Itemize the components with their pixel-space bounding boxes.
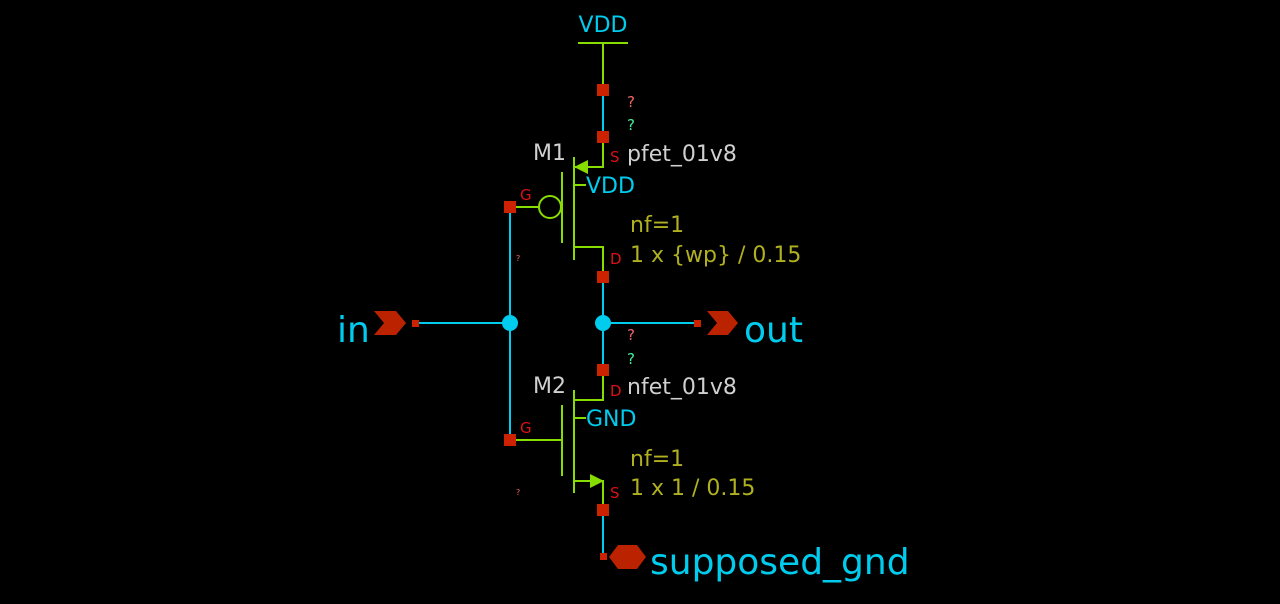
pin-box-m1-g[interactable]	[504, 201, 516, 213]
out-label: out	[744, 310, 803, 351]
pin-box-m2-d[interactable]	[597, 364, 609, 376]
junction-out[interactable]	[595, 315, 611, 331]
gnd-label: supposed_gnd	[650, 542, 910, 583]
m1-pin-d: D	[610, 250, 622, 268]
output-port-icon	[707, 311, 738, 335]
output-pin-out[interactable]: out	[707, 310, 803, 351]
m2-pin-s: S	[610, 484, 620, 502]
input-port-icon	[374, 311, 406, 335]
m2-body-net: GND	[586, 407, 636, 432]
transistor-m1[interactable]	[510, 137, 604, 277]
pin-box-m1-d[interactable]	[597, 271, 609, 283]
m2-nf: nf=1	[630, 447, 684, 472]
pin-box-m2-g[interactable]	[504, 434, 516, 446]
pin-box-m1-s[interactable]	[597, 131, 609, 143]
m2-pin-g: G	[520, 419, 532, 437]
vdd-symbol[interactable]: VDD	[578, 13, 628, 90]
m2-size: 1 x 1 / 0.15	[630, 476, 755, 501]
m2-pin-d: D	[610, 382, 622, 400]
in-label: in	[337, 310, 370, 351]
input-pin-in[interactable]: in	[337, 310, 406, 351]
m2-model: nfet_01v8	[627, 375, 737, 400]
m2-source-arrow-icon	[590, 474, 604, 488]
pin-box-m2-s[interactable]	[597, 504, 609, 516]
mark-q-small-1: ?	[516, 254, 520, 263]
junction-in[interactable]	[502, 315, 518, 331]
transistor-m2[interactable]	[510, 370, 604, 510]
pin-box-out[interactable]	[694, 320, 701, 327]
mark-q-4: ?	[627, 350, 635, 368]
m1-gate-bubble-icon	[538, 195, 562, 219]
m1-name: M1	[533, 141, 566, 166]
m1-body-net: VDD	[586, 174, 635, 199]
pin-box-in[interactable]	[412, 320, 419, 327]
pin-box-gnd[interactable]	[600, 553, 607, 560]
pin-box-vdd[interactable]	[597, 84, 609, 96]
m2-name: M2	[533, 374, 566, 399]
m1-pin-s: S	[610, 148, 620, 166]
mark-q-3: ?	[627, 326, 635, 344]
m1-model: pfet_01v8	[627, 142, 737, 167]
m1-size: 1 x {wp} / 0.15	[630, 243, 801, 268]
vdd-label: VDD	[579, 13, 628, 38]
m1-nf: nf=1	[630, 213, 684, 238]
mark-q-2: ?	[627, 116, 635, 134]
mark-q-small-2: ?	[516, 488, 520, 497]
io-pin-supposed-gnd[interactable]: supposed_gnd	[609, 542, 910, 583]
pin-boxes	[412, 84, 701, 560]
inout-port-icon	[609, 545, 646, 569]
mark-q-1: ?	[627, 93, 635, 111]
m1-source-arrow-icon	[574, 160, 588, 174]
m1-pin-g: G	[520, 186, 532, 204]
